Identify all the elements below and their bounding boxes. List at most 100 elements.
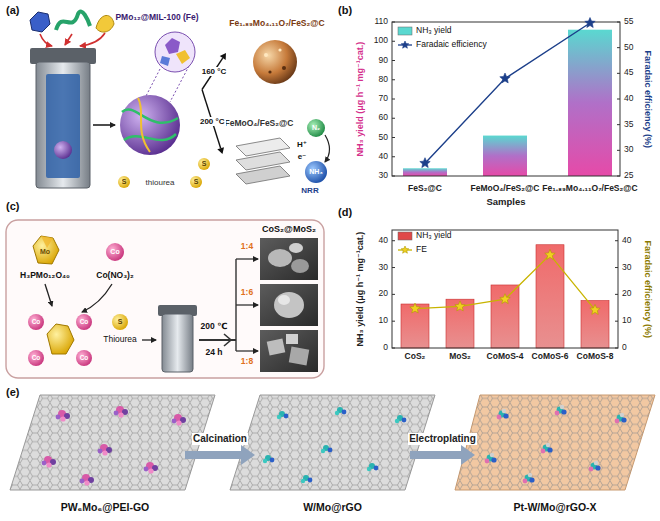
arrow-head bbox=[461, 445, 475, 465]
tick bbox=[392, 60, 395, 61]
pt-clusters bbox=[615, 413, 627, 424]
legend-swatch bbox=[398, 27, 412, 35]
autoclave bbox=[162, 314, 193, 372]
co-pom-cluster bbox=[28, 350, 44, 366]
tick bbox=[392, 176, 395, 177]
annotation: Co bbox=[32, 318, 41, 325]
tick bbox=[392, 137, 395, 138]
process-arrow bbox=[185, 445, 255, 465]
sem-images bbox=[268, 249, 292, 267]
plot-frame bbox=[392, 22, 620, 176]
product-sphere bbox=[282, 66, 286, 70]
annotation: Co(NO₃)₂ bbox=[96, 271, 133, 281]
nrr-cycle bbox=[325, 135, 330, 162]
reaction-arrows bbox=[236, 350, 258, 351]
sulfur-atoms bbox=[198, 158, 210, 170]
co-pom-cluster bbox=[28, 314, 44, 330]
sample-node: FeMoO₄/FeS₂@C bbox=[222, 118, 295, 190]
autoclave bbox=[54, 141, 72, 159]
node-label: Pt-W/Mo@rGO-X bbox=[513, 501, 596, 513]
ratio-label: 1:8 bbox=[241, 357, 253, 367]
structure-inset bbox=[176, 50, 190, 64]
product-sheets bbox=[236, 138, 290, 184]
tick-label: 30 bbox=[622, 263, 631, 273]
annotation: Co bbox=[80, 318, 89, 325]
tick-label: 45 bbox=[624, 68, 633, 78]
tick bbox=[392, 99, 395, 100]
edge-label: Electroplating bbox=[408, 433, 477, 445]
mixing-arrows bbox=[45, 284, 52, 306]
legend-swatch bbox=[398, 232, 412, 240]
material-stage: W/Mo@rGO bbox=[255, 395, 410, 515]
feed-arrows bbox=[40, 34, 52, 46]
structure-inset bbox=[146, 69, 160, 96]
yield-bar bbox=[536, 245, 564, 348]
mixing-arrows bbox=[82, 284, 112, 312]
tick-label: 0 bbox=[383, 343, 388, 353]
annotation: 200 ℃ bbox=[201, 322, 228, 332]
process-arrow bbox=[142, 339, 156, 340]
product-sphere bbox=[278, 48, 281, 51]
star-marker bbox=[455, 301, 465, 311]
annotation: NRR bbox=[301, 186, 318, 195]
tick-label: 55 bbox=[624, 17, 633, 27]
node-label: FeMoO₄/FeS₂@C bbox=[224, 119, 293, 129]
tick bbox=[617, 47, 620, 48]
sem-images bbox=[286, 334, 298, 344]
tick-label: 50 bbox=[379, 133, 388, 143]
annotation: 24 h bbox=[205, 348, 222, 358]
synthesis-panel bbox=[6, 220, 324, 378]
structure-inset bbox=[155, 32, 195, 72]
product-sphere bbox=[264, 53, 268, 57]
bar-chart bbox=[392, 230, 618, 348]
synthesis-panel bbox=[6, 220, 324, 378]
process-arrow bbox=[410, 445, 475, 465]
graphene-sheets bbox=[10, 395, 215, 490]
arrow-shaft bbox=[185, 451, 241, 459]
metal-clusters bbox=[301, 475, 313, 483]
pom-clusters bbox=[144, 462, 158, 474]
tick-label: 80 bbox=[379, 75, 388, 85]
metal-clusters bbox=[395, 415, 407, 423]
node-label: PW₆Mo₆@PEI-GO bbox=[61, 501, 150, 513]
pom-clusters bbox=[56, 410, 70, 422]
pom-cluster bbox=[41, 236, 53, 248]
axis-title: NH₃ yield (μg h⁻¹ mg⁻¹cat.) bbox=[355, 42, 365, 157]
annotation: Co bbox=[110, 248, 119, 256]
product-sheets bbox=[236, 166, 290, 184]
product-sheets bbox=[236, 152, 290, 170]
tick-label: 25 bbox=[624, 171, 633, 181]
arrow-head bbox=[241, 445, 255, 465]
tick-label: 100 bbox=[374, 36, 388, 46]
sem-images bbox=[289, 347, 310, 366]
tick bbox=[615, 348, 618, 349]
edge-label: Calcination bbox=[192, 433, 248, 445]
yield-bar bbox=[491, 285, 519, 348]
annotation: H₃PMo₁₂O₄₀ bbox=[20, 271, 70, 281]
tick bbox=[617, 176, 620, 177]
pom-clusters bbox=[42, 456, 56, 468]
sample-node: Fe₁.₈₉Mo₄.₁₁O₇/FeS₂@C bbox=[226, 18, 328, 88]
ratio-label: 1:6 bbox=[241, 288, 253, 298]
panel-letter: (b) bbox=[338, 4, 352, 17]
tick-label: 40 bbox=[624, 94, 633, 104]
feed-arrows bbox=[65, 34, 72, 45]
category-label: CoMoS-6 bbox=[532, 352, 569, 362]
tick-label: 10 bbox=[622, 316, 631, 326]
yield-bar bbox=[568, 30, 612, 176]
tick bbox=[617, 22, 620, 23]
annotation: N₂ bbox=[312, 124, 320, 132]
annotation: Co bbox=[32, 354, 41, 361]
arrow-shaft bbox=[410, 451, 461, 459]
metal-clusters bbox=[321, 445, 333, 453]
nrr-cycle bbox=[305, 119, 330, 183]
tick bbox=[392, 118, 395, 119]
fe-line bbox=[415, 255, 595, 310]
tick-label: 40 bbox=[379, 152, 388, 162]
star-marker bbox=[401, 41, 409, 48]
pt-clusters bbox=[485, 453, 497, 464]
mof-sphere bbox=[124, 134, 176, 140]
legend-text: FE bbox=[416, 245, 427, 255]
annotation: e⁻ bbox=[298, 152, 307, 161]
